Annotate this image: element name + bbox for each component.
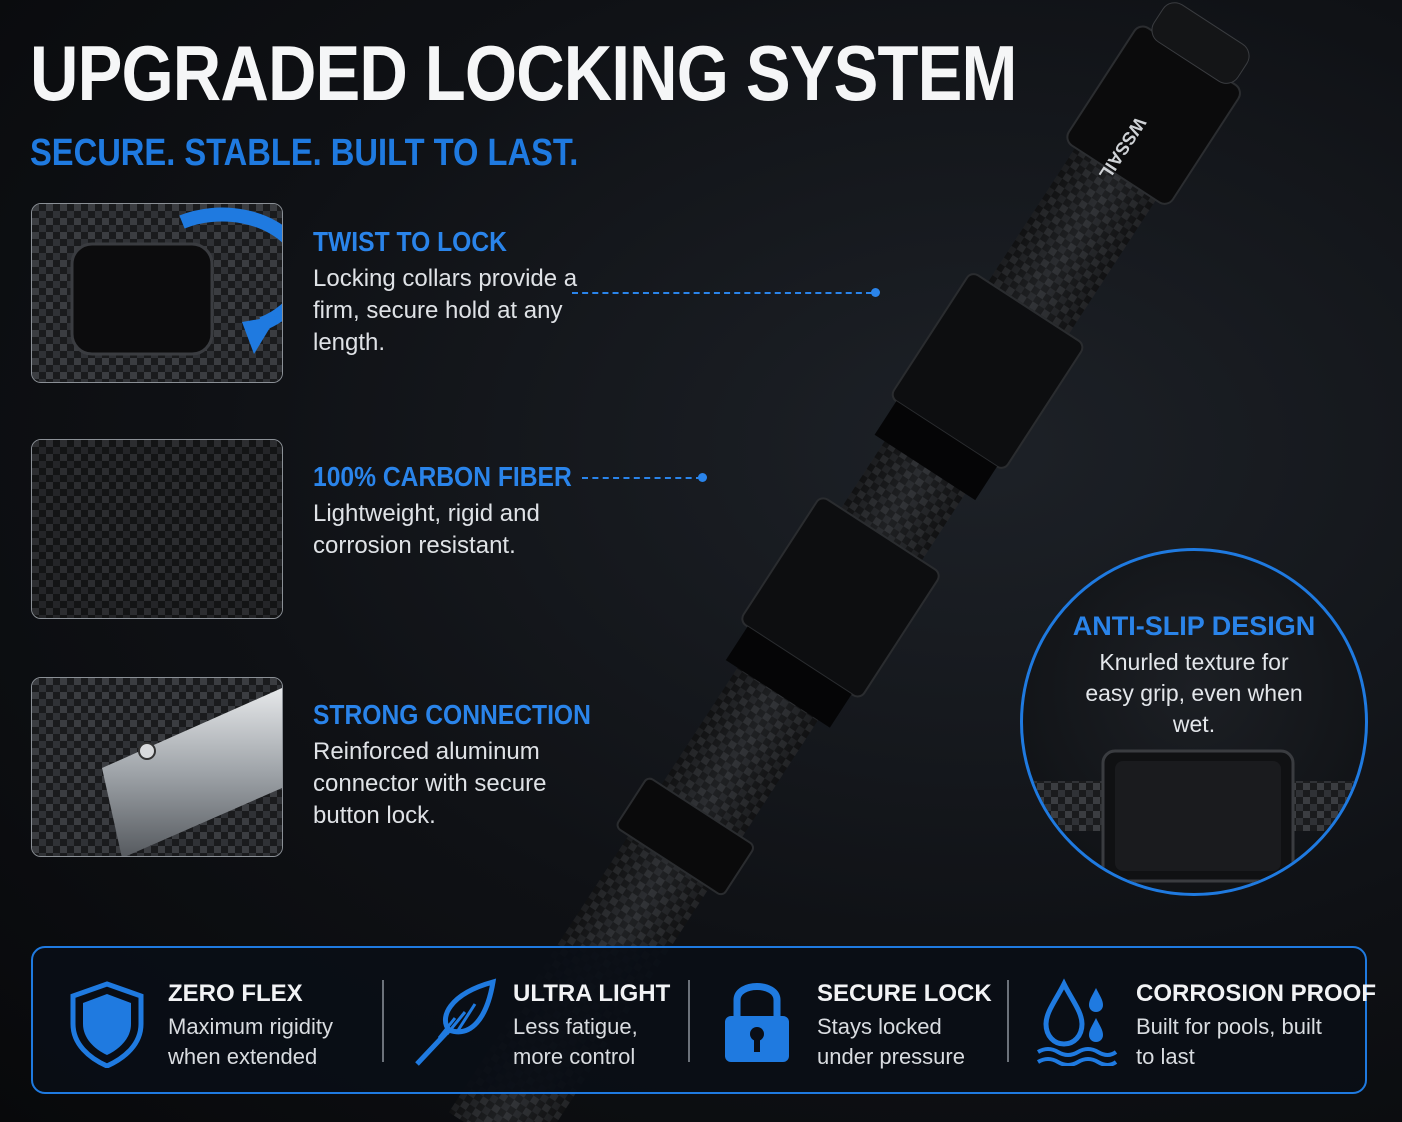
leader-line bbox=[572, 292, 872, 294]
divider bbox=[382, 980, 384, 1062]
feature-strong-connection-text: Reinforced aluminum connector with secur… bbox=[313, 738, 547, 829]
benefit-secure-lock: SECURE LOCK Stays locked under pressure bbox=[691, 948, 1007, 1092]
benefit-title: SECURE LOCK bbox=[817, 980, 992, 1007]
callout-text: Knurled texture for easy grip, even when… bbox=[1085, 649, 1303, 737]
divider bbox=[688, 980, 690, 1062]
feather-icon bbox=[415, 978, 497, 1066]
water-drops-icon bbox=[1036, 978, 1118, 1066]
padlock-icon bbox=[725, 983, 789, 1062]
feature-carbon-fiber-text: Lightweight, rigid and corrosion resista… bbox=[313, 500, 540, 559]
divider bbox=[1007, 980, 1009, 1062]
carbon-fiber-thumbnail bbox=[31, 439, 283, 619]
connector-thumbnail bbox=[31, 677, 283, 857]
leader-dot bbox=[698, 473, 707, 482]
benefit-text: Less fatigue, more control bbox=[513, 1014, 638, 1069]
shield-icon bbox=[70, 981, 144, 1068]
leader-line bbox=[582, 477, 702, 479]
leader-dot bbox=[871, 288, 880, 297]
feature-twist-to-lock-title: TWIST TO LOCK bbox=[313, 226, 507, 257]
benefits-bar: ZERO FLEX Maximum rigidity when extended… bbox=[31, 946, 1376, 1094]
page-subtitle: SECURE. STABLE. BUILT TO LAST. bbox=[30, 132, 579, 174]
benefit-corrosion-proof: CORROSION PROOF Built for pools, built t… bbox=[1010, 948, 1376, 1092]
feature-twist-to-lock-text: Locking collars provide a firm, secure h… bbox=[313, 265, 578, 356]
benefit-text: Stays locked under pressure bbox=[817, 1014, 965, 1069]
benefit-title: ULTRA LIGHT bbox=[513, 980, 671, 1007]
feature-carbon-fiber-title: 100% CARBON FIBER bbox=[313, 461, 572, 492]
benefit-title: ZERO FLEX bbox=[168, 980, 303, 1007]
twist-lock-thumbnail bbox=[31, 203, 283, 383]
anti-slip-callout: ANTI-SLIP DESIGN Knurled texture for eas… bbox=[1020, 548, 1368, 896]
benefit-title: CORROSION PROOF bbox=[1136, 980, 1377, 1007]
benefit-ultra-light: ULTRA LIGHT Less fatigue, more control bbox=[385, 948, 689, 1092]
page-title: UPGRADED LOCKING SYSTEM bbox=[30, 29, 1017, 117]
feature-strong-connection-title: STRONG CONNECTION bbox=[313, 699, 591, 730]
benefit-text: Built for pools, built to last bbox=[1136, 1014, 1322, 1069]
benefit-text: Maximum rigidity when extended bbox=[168, 1014, 334, 1069]
callout-title: ANTI-SLIP DESIGN bbox=[1072, 611, 1316, 641]
benefit-zero-flex: ZERO FLEX Maximum rigidity when extended bbox=[33, 948, 383, 1092]
knurled-grip-image bbox=[1023, 749, 1365, 883]
